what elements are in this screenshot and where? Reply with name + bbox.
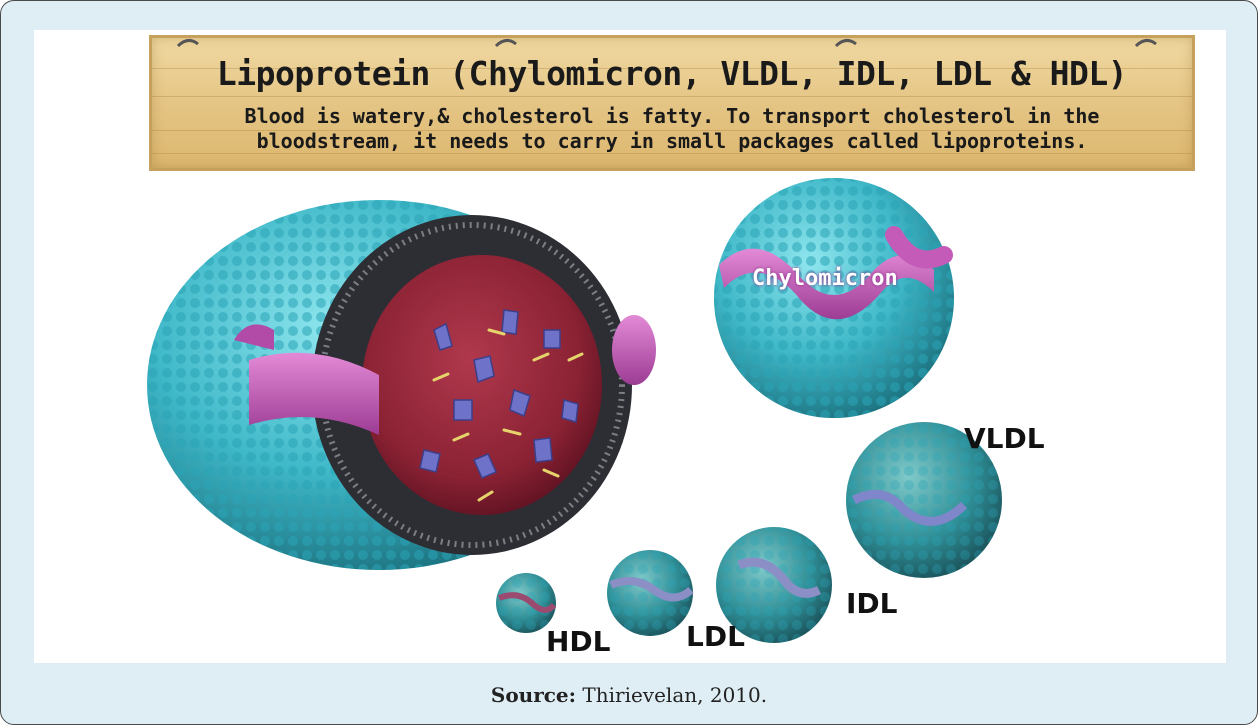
label-hdl: HDL bbox=[546, 625, 611, 658]
diagram-title: Lipoprotein (Chylomicron, VLDL, IDL, LDL… bbox=[152, 54, 1192, 93]
scroll-hook-icon bbox=[174, 36, 202, 52]
lipoprotein-illustration: Lipoprotein (Chylomicron, VLDL, IDL, LDL… bbox=[34, 30, 1226, 663]
label-ldl: LDL bbox=[686, 620, 745, 653]
ldl-particle bbox=[607, 550, 693, 636]
scroll-hook-icon bbox=[492, 36, 520, 52]
title-plaque: Lipoprotein (Chylomicron, VLDL, IDL, LDL… bbox=[149, 35, 1195, 171]
subtitle-line-1: Blood is watery,& cholesterol is fatty. … bbox=[172, 104, 1172, 129]
figure-caption: Source: Thirievelan, 2010. bbox=[1, 683, 1257, 707]
chylomicron-particle bbox=[714, 178, 954, 418]
source-text: Thirievelan, 2010. bbox=[576, 683, 767, 707]
source-label: Source: bbox=[491, 683, 576, 707]
subtitle-line-2: bloodstream, it needs to carry in small … bbox=[172, 129, 1172, 154]
label-chylomicron: Chylomicron bbox=[752, 266, 898, 291]
scroll-hook-icon bbox=[1132, 36, 1160, 52]
large-lipoprotein-cutaway bbox=[147, 200, 656, 570]
label-vldl: VLDL bbox=[964, 422, 1045, 455]
hdl-particle bbox=[496, 573, 556, 633]
label-idl: IDL bbox=[846, 587, 898, 620]
scroll-hook-icon bbox=[832, 36, 860, 52]
diagram-subtitle: Blood is watery,& cholesterol is fatty. … bbox=[172, 104, 1172, 154]
